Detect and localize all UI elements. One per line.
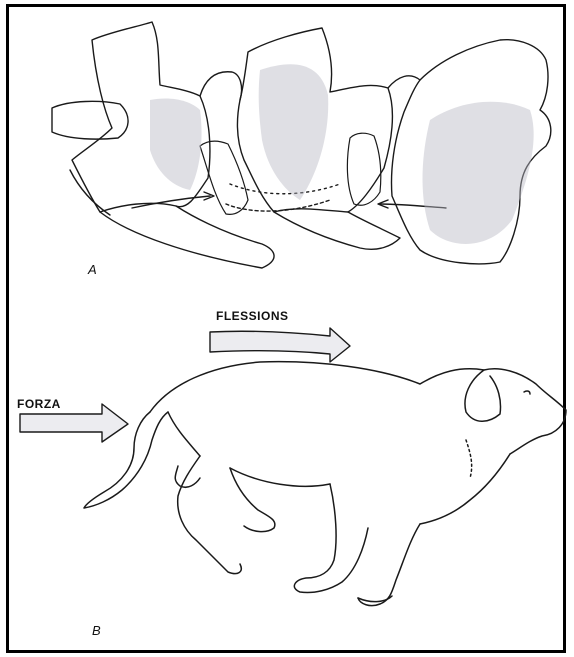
panel-a-label: A bbox=[88, 262, 97, 277]
force-label: FORZA bbox=[17, 397, 61, 411]
bone-shading bbox=[150, 64, 534, 244]
flexion-label: FLESSIONS bbox=[216, 309, 289, 323]
dog-illustration bbox=[84, 362, 566, 606]
flexion-arrow bbox=[210, 328, 350, 362]
panel-b-label: B bbox=[92, 623, 101, 638]
